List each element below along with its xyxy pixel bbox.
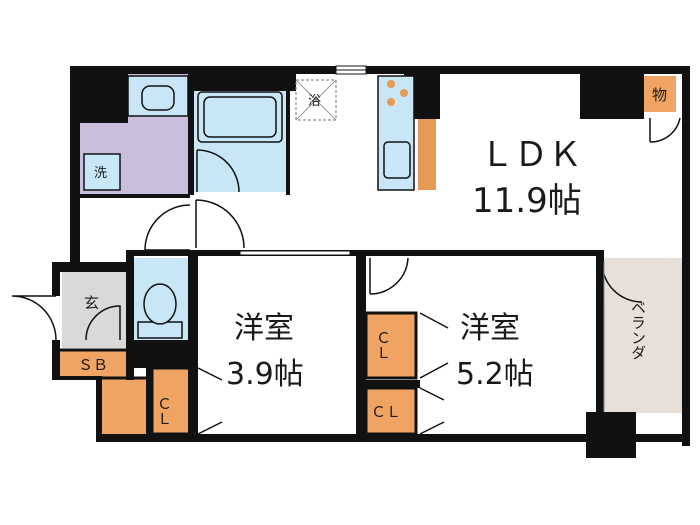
stove-burner-1	[387, 80, 395, 88]
ldk-size: 11.9帖	[472, 181, 582, 221]
kitchen-wood-strip	[418, 118, 436, 190]
entrance-label: 玄	[84, 294, 99, 312]
bath-label: 浴	[308, 94, 321, 109]
washing-machine	[83, 153, 121, 191]
closet-label-1: ＣＬ	[155, 396, 173, 426]
closet-label-3: ＣＬ	[371, 403, 401, 421]
western2-name: 洋室	[460, 311, 520, 346]
interior-walls	[80, 73, 604, 440]
stove-burner-3	[387, 98, 395, 106]
shoe-box-label: ＳＢ	[78, 356, 108, 374]
storage-label: 物	[652, 86, 667, 104]
western1-name: 洋室	[234, 311, 294, 346]
shoe-box-lower	[98, 376, 150, 440]
storage-box	[643, 76, 676, 112]
window-west1	[239, 250, 351, 256]
closet-label-2: ＣＬ	[374, 330, 392, 360]
veranda-label: ベランダ	[629, 300, 647, 360]
western1-size: 3.9帖	[226, 357, 304, 392]
entrance-fill	[62, 270, 126, 348]
kitchen-sink	[383, 141, 411, 179]
washer-label: 洗	[94, 166, 107, 181]
veranda-fill	[602, 258, 684, 413]
stove-burner-2	[400, 89, 408, 97]
toilet-bowl	[143, 283, 177, 325]
closet-west2-lower	[364, 386, 418, 436]
doors	[11, 117, 681, 435]
western2-size: 5.2帖	[456, 357, 534, 392]
ldk-name: ＬＤＫ	[480, 135, 582, 175]
